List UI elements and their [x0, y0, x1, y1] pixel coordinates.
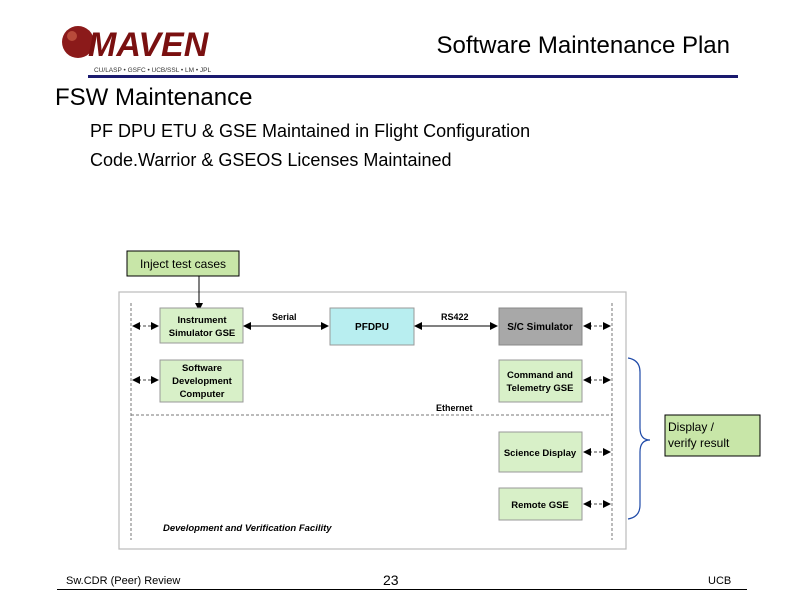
logo-wordmark: MAVEN — [88, 26, 210, 64]
rs422-link-label: RS422 — [441, 312, 469, 322]
box-label: PFDPU — [355, 322, 389, 333]
box-label: Software — [182, 363, 222, 374]
box-label: Remote GSE — [511, 500, 569, 511]
footer-org: UCB — [708, 575, 732, 587]
title-divider — [88, 75, 738, 78]
verify-callout-label: verify result — [668, 436, 730, 450]
command-telemetry-gse-box — [498, 359, 583, 403]
maven-logo: MAVEN CU/LASP • GSFC • UCB/SSL • LM • JP… — [62, 26, 211, 74]
remote-gse-box — [498, 487, 583, 521]
footer-review-name: Sw.CDR (Peer) Review — [66, 575, 181, 587]
ethernet-label: Ethernet — [436, 403, 473, 413]
logo-partners: CU/LASP • GSFC • UCB/SSL • LM • JPL — [94, 67, 211, 74]
section-heading: FSW Maintenance — [55, 84, 253, 111]
box-label: Simulator GSE — [169, 328, 236, 339]
pfdpu-box — [329, 307, 415, 346]
box-label: Command and — [507, 370, 573, 381]
box-label: Development — [172, 376, 232, 387]
inject-callout — [126, 250, 240, 277]
box-label: Telemetry GSE — [507, 383, 574, 394]
box-label: Instrument — [177, 315, 227, 326]
sc-simulator-box — [498, 307, 583, 346]
verify-callout-label: Display / — [668, 420, 715, 434]
instrument-simulator-gse-box — [159, 307, 244, 344]
bracket-icon — [627, 357, 651, 520]
serial-link-label: Serial — [272, 312, 297, 322]
box-label: Science Display — [504, 448, 577, 459]
slide-title: Software Maintenance Plan — [436, 32, 730, 59]
software-development-computer-box — [159, 359, 244, 403]
bullet-item: Code.Warrior & GSEOS Licenses Maintained — [90, 150, 452, 170]
footer-divider — [57, 589, 747, 590]
box-label: S/C Simulator — [507, 322, 573, 333]
facility-label: Development and Verification Facility — [163, 523, 332, 534]
verify-callout — [664, 414, 761, 457]
page-number: 23 — [383, 572, 399, 588]
inject-callout-label: Inject test cases — [140, 257, 226, 271]
bullet-item: PF DPU ETU & GSE Maintained in Flight Co… — [90, 121, 531, 141]
science-display-box — [498, 431, 583, 473]
box-label: Computer — [180, 389, 225, 400]
